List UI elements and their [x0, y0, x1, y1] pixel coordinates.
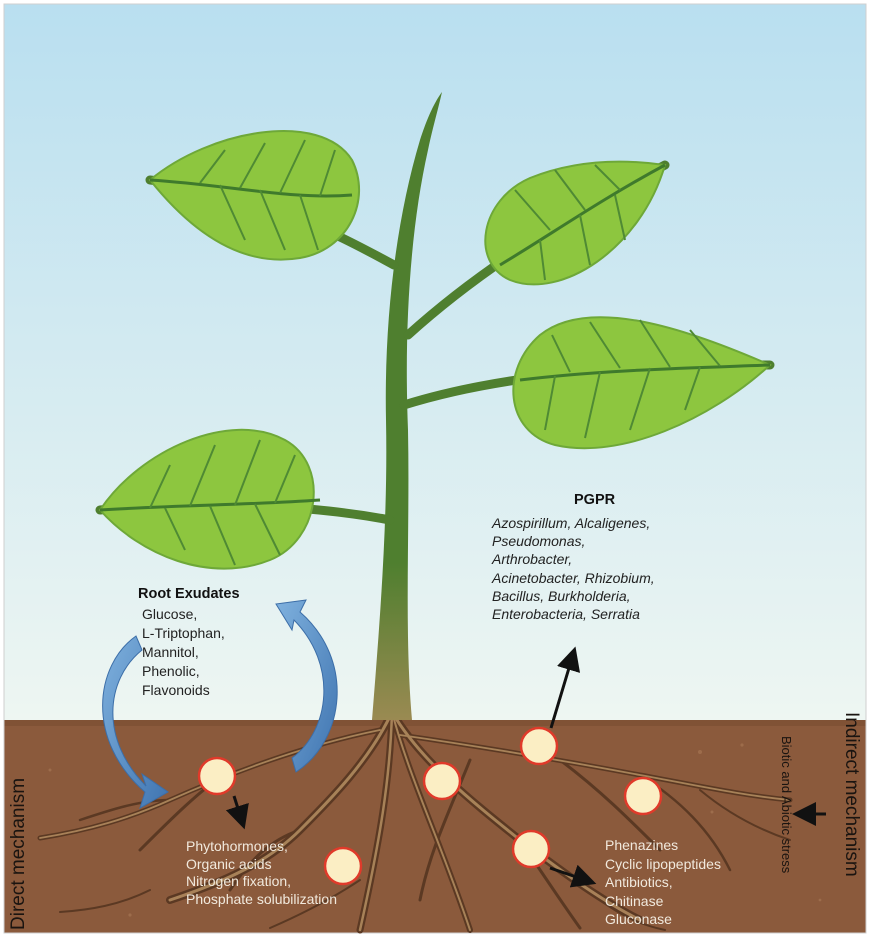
indirect-effect: Gluconase [605, 910, 721, 929]
pgpr-line: Enterobacteria, Serratia [492, 605, 655, 623]
pgpr-line: Bacillus, Burkholderia, [492, 587, 655, 605]
indirect-effect: Cyclic lipopeptides [605, 855, 721, 874]
stress-label: Biotic and Abiotic stress [779, 736, 794, 873]
bacterium [521, 728, 557, 764]
bacterium [625, 778, 661, 814]
exudate-item: Glucose, [142, 605, 225, 624]
pgpr-line: Pseudomonas, [492, 532, 655, 550]
pgpr-line: Acinetobacter, Rhizobium, [492, 569, 655, 587]
indirect-effect: Antibiotics, [605, 873, 721, 892]
indirect-effects-list: Phenazines Cyclic lipopeptides Antibioti… [605, 836, 721, 929]
bacterium [199, 758, 235, 794]
direct-mechanism-label: Direct mechanism [8, 778, 30, 930]
direct-effects-list: Phytohormones, Organic acids Nitrogen fi… [186, 838, 337, 908]
indirect-effect: Phenazines [605, 836, 721, 855]
bacterium [424, 763, 460, 799]
direct-effect: Phytohormones, [186, 838, 337, 856]
pgpr-genera-list: Azospirillum, Alcaligenes, Pseudomonas, … [492, 514, 655, 623]
exudate-item: Phenolic, [142, 662, 225, 681]
direct-effect: Phosphate solubilization [186, 891, 337, 909]
pgpr-title: PGPR [574, 492, 615, 508]
root-exudates-list: Glucose, L-Triptophan, Mannitol, Phenoli… [142, 605, 225, 700]
root-exudates-title: Root Exudates [138, 586, 240, 602]
direct-effect: Nitrogen fixation, [186, 873, 337, 891]
indirect-mechanism-label: Indirect mechanism [840, 712, 862, 877]
pgpr-line: Azospirillum, Alcaligenes, [492, 514, 655, 532]
indirect-effect: Chitinase [605, 892, 721, 911]
exudate-item: L-Triptophan, [142, 624, 225, 643]
direct-effect: Organic acids [186, 856, 337, 874]
exudate-item: Flavonoids [142, 681, 225, 700]
exudate-item: Mannitol, [142, 643, 225, 662]
pgpr-line: Arthrobacter, [492, 550, 655, 568]
bacterium [513, 831, 549, 867]
